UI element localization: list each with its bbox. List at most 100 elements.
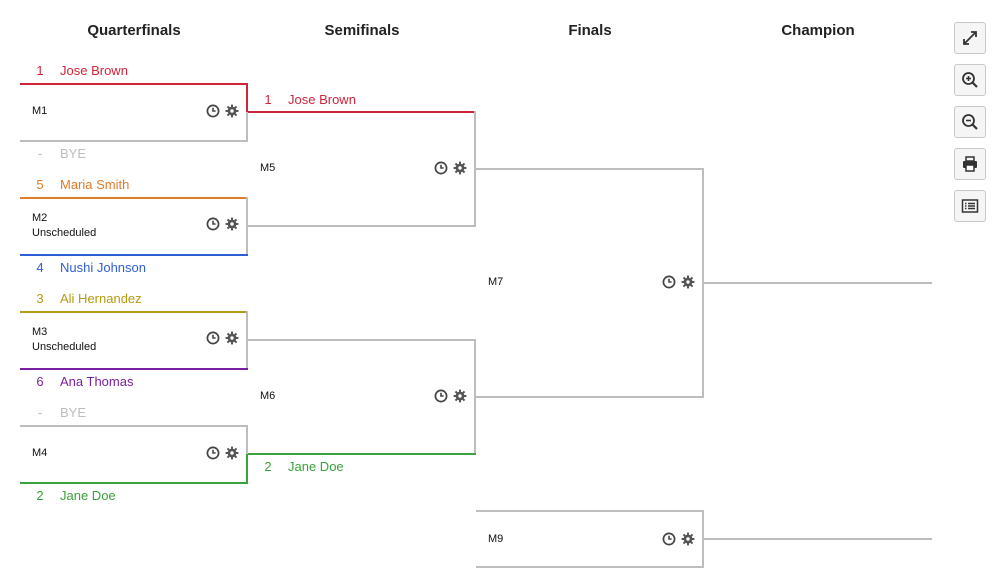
gear-icon[interactable] — [225, 331, 239, 345]
m5-top-line — [248, 111, 476, 113]
expand-icon — [963, 31, 977, 45]
match-m2-status: Unscheduled — [32, 227, 97, 239]
header-finals: Finals — [568, 22, 612, 39]
seed-m3-bottom[interactable]: 6 Ana Thomas — [24, 373, 133, 391]
m1-right-line-top — [246, 83, 248, 113]
zoom-out-icon — [962, 114, 978, 130]
m2-icons — [206, 217, 239, 233]
m3-icons — [206, 331, 239, 347]
m7-bottom-line — [476, 396, 704, 398]
m1-bottom-line — [20, 140, 248, 142]
seed-m2-top[interactable]: 5 Maria Smith — [24, 176, 129, 194]
clock-icon[interactable] — [206, 104, 220, 118]
player-name: Ali Hernandez — [60, 291, 142, 306]
gear-icon[interactable] — [681, 532, 695, 546]
clock-icon[interactable] — [206, 331, 220, 345]
seed-number: 2 — [36, 488, 44, 503]
m4-right-line-bottom — [246, 454, 248, 484]
seed-number: - — [37, 146, 43, 161]
m1-right-line-bottom — [246, 112, 248, 142]
player-name: Nushi Johnson — [60, 260, 146, 275]
gear-icon[interactable] — [453, 389, 467, 403]
m7-top-line — [476, 168, 704, 170]
player-name: Jane Doe — [60, 488, 116, 503]
seed-m4-top[interactable]: - BYE — [24, 404, 86, 422]
seed-number: 1 — [36, 63, 44, 78]
seed-number: - — [37, 405, 43, 420]
zoom-out-button[interactable] — [954, 106, 986, 138]
gear-icon[interactable] — [225, 217, 239, 231]
seed-m1-bottom[interactable]: - BYE — [24, 145, 86, 163]
clock-icon[interactable] — [206, 217, 220, 231]
header-semifinals: Semifinals — [324, 22, 400, 39]
m9-right-line — [702, 510, 704, 568]
header-champion: Champion — [781, 22, 855, 39]
m6-icons — [434, 389, 467, 405]
match-m2-number: M2 — [32, 212, 48, 224]
player-name: BYE — [60, 146, 87, 161]
match-m6-id[interactable]: M6 — [260, 390, 276, 402]
m2-bottom-line — [20, 254, 248, 256]
clock-icon[interactable] — [434, 389, 448, 403]
seed-number: 1 — [264, 92, 272, 107]
player-name: Maria Smith — [60, 177, 130, 192]
clock-icon[interactable] — [434, 161, 448, 175]
seed-number: 5 — [36, 177, 44, 192]
header-quarterfinals: Quarterfinals — [87, 22, 181, 39]
champion-line — [704, 282, 932, 284]
seed-m6-bottom[interactable]: 2 Jane Doe — [252, 458, 344, 476]
m3-right-line — [246, 311, 248, 370]
seed-m4-bottom[interactable]: 2 Jane Doe — [24, 487, 116, 505]
match-m9-id[interactable]: M9 — [488, 533, 504, 545]
match-m4-id[interactable]: M4 — [32, 447, 48, 459]
m9-top-line — [476, 510, 704, 512]
clock-icon[interactable] — [662, 275, 676, 289]
gear-icon[interactable] — [681, 275, 695, 289]
player-name: Ana Thomas — [60, 374, 134, 389]
m9-winner-line — [704, 538, 932, 540]
m6-right-line — [474, 339, 476, 455]
m3-top-line — [20, 311, 248, 313]
match-m7-id[interactable]: M7 — [488, 276, 504, 288]
m1-icons — [206, 104, 239, 120]
m1-top-line — [20, 83, 248, 85]
m4-right-line-top — [246, 425, 248, 455]
player-name: Jane Doe — [288, 459, 344, 474]
player-name: Jose Brown — [60, 63, 128, 78]
m4-icons — [206, 446, 239, 462]
match-m3-id[interactable]: M3 Unscheduled — [32, 325, 96, 355]
player-name: BYE — [60, 405, 87, 420]
clock-icon[interactable] — [662, 532, 676, 546]
print-button[interactable] — [954, 148, 986, 180]
m7-icons — [662, 275, 695, 291]
list-view-icon — [961, 199, 979, 213]
m5-bottom-line — [248, 225, 476, 227]
list-view-button[interactable] — [954, 190, 986, 222]
zoom-in-button[interactable] — [954, 64, 986, 96]
m9-bottom-line — [476, 566, 704, 568]
m2-top-line — [20, 197, 248, 199]
zoom-in-icon — [962, 72, 978, 88]
match-m2-id[interactable]: M2 Unscheduled — [32, 211, 96, 241]
m5-right-line — [474, 111, 476, 227]
clock-icon[interactable] — [206, 446, 220, 460]
m6-bottom-line — [248, 453, 476, 455]
print-icon — [963, 156, 977, 172]
expand-button[interactable] — [954, 22, 986, 54]
match-m3-status: Unscheduled — [32, 341, 97, 353]
seed-number: 2 — [264, 459, 272, 474]
seed-m2-bottom[interactable]: 4 Nushi Johnson — [24, 259, 146, 277]
seed-number: 6 — [36, 374, 44, 389]
match-m5-id[interactable]: M5 — [260, 162, 276, 174]
m6-top-line — [248, 339, 476, 341]
m4-top-line — [20, 425, 248, 427]
seed-m1-top[interactable]: 1 Jose Brown — [24, 62, 128, 80]
match-m1-id[interactable]: M1 — [32, 105, 48, 117]
gear-icon[interactable] — [225, 104, 239, 118]
gear-icon[interactable] — [453, 161, 467, 175]
gear-icon[interactable] — [225, 446, 239, 460]
seed-number: 4 — [36, 260, 44, 275]
m2-right-line — [246, 197, 248, 256]
